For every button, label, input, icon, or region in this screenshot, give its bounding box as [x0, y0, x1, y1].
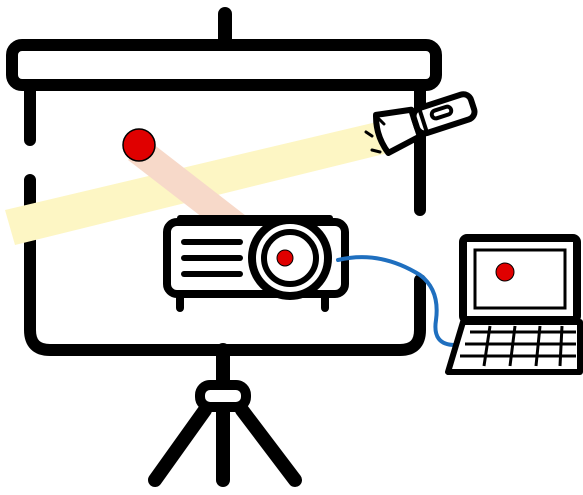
tripod-stand-icon	[148, 343, 302, 487]
laptop-base	[445, 319, 583, 375]
laptop-keyboard	[460, 325, 576, 367]
laptop-display-screen	[473, 248, 567, 310]
red-dot-on-projector-lens	[276, 249, 294, 267]
screen-roller-housing	[6, 39, 442, 91]
laptop-icon	[445, 234, 583, 375]
tripod-leg-left	[148, 403, 212, 487]
projector-icon	[163, 215, 349, 312]
flashlight-head	[373, 106, 423, 156]
flashlight-icon	[373, 91, 478, 156]
red-dot-on-screen	[122, 128, 156, 162]
usb-cable-icon	[336, 255, 457, 347]
flashlight-glow-ticks	[364, 116, 386, 154]
red-dot-on-laptop-display	[495, 262, 515, 282]
tripod-leg-right	[235, 403, 302, 487]
flashlight-grip-line	[417, 107, 430, 134]
flashlight-switch	[429, 104, 454, 121]
